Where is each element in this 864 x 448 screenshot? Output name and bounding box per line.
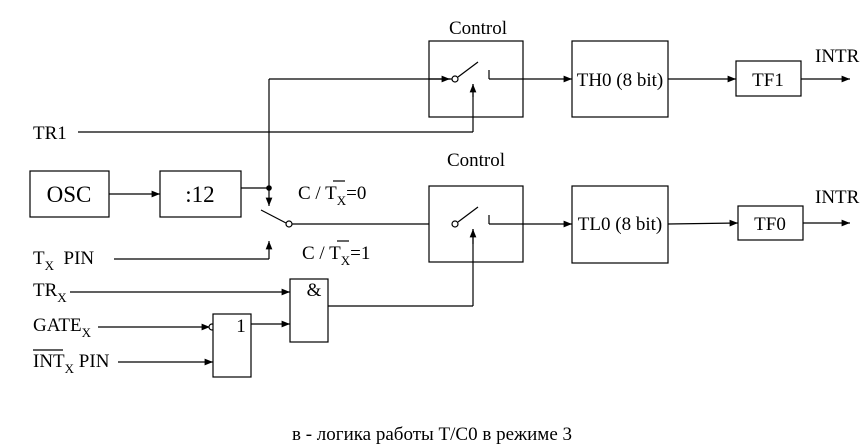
control-switch-bottom bbox=[428, 185, 524, 263]
svg-text:C / TX=0: C / TX=0 bbox=[298, 183, 366, 208]
tf0-label: TF0 bbox=[754, 214, 786, 235]
and-gate-label: & bbox=[307, 280, 322, 301]
th0-label: TH0 (8 bit) bbox=[577, 70, 664, 91]
tf1-flag bbox=[735, 60, 802, 97]
ct-selector-switch bbox=[260, 209, 452, 228]
tl0-register bbox=[571, 185, 669, 264]
trx-label: TRX bbox=[33, 280, 67, 305]
intx-label: INTX PIN bbox=[33, 349, 110, 376]
tl0-label: TL0 (8 bit) bbox=[578, 214, 662, 235]
ct-one-t: T bbox=[329, 243, 341, 264]
and-gate bbox=[289, 278, 329, 343]
figure-caption: в - логика работы T/C0 в режиме 3 bbox=[292, 424, 572, 445]
tr1-label: TR1 bbox=[33, 123, 67, 144]
ct-one-label: C / TX=1 bbox=[302, 240, 370, 268]
osc-block bbox=[29, 170, 110, 218]
control-label-bottom: Control bbox=[447, 150, 505, 171]
control-label-top: Control bbox=[449, 18, 507, 39]
tf0-flag bbox=[737, 205, 804, 241]
gatex-label: GATEX bbox=[33, 315, 92, 340]
or-gate-label: 1 bbox=[236, 316, 246, 337]
osc-label: OSC bbox=[47, 182, 92, 207]
tx-pin-label: TX PIN bbox=[33, 248, 94, 273]
tf1-label: TF1 bbox=[752, 70, 784, 91]
ct-zero-t: T bbox=[325, 183, 337, 204]
intr-label-bottom: INTR bbox=[815, 187, 860, 208]
or-gate bbox=[212, 313, 252, 378]
ct-zero-label: C / TX=0 bbox=[298, 180, 366, 208]
svg-text:INTX PIN: INTX PIN bbox=[33, 351, 110, 376]
th0-register bbox=[571, 40, 669, 118]
wire-tl0-tf0 bbox=[667, 219, 739, 227]
divider-label: :12 bbox=[185, 182, 214, 207]
divider-block bbox=[159, 170, 242, 218]
svg-text:C / TX=1: C / TX=1 bbox=[302, 243, 370, 268]
intr-label-top: INTR bbox=[815, 46, 860, 67]
